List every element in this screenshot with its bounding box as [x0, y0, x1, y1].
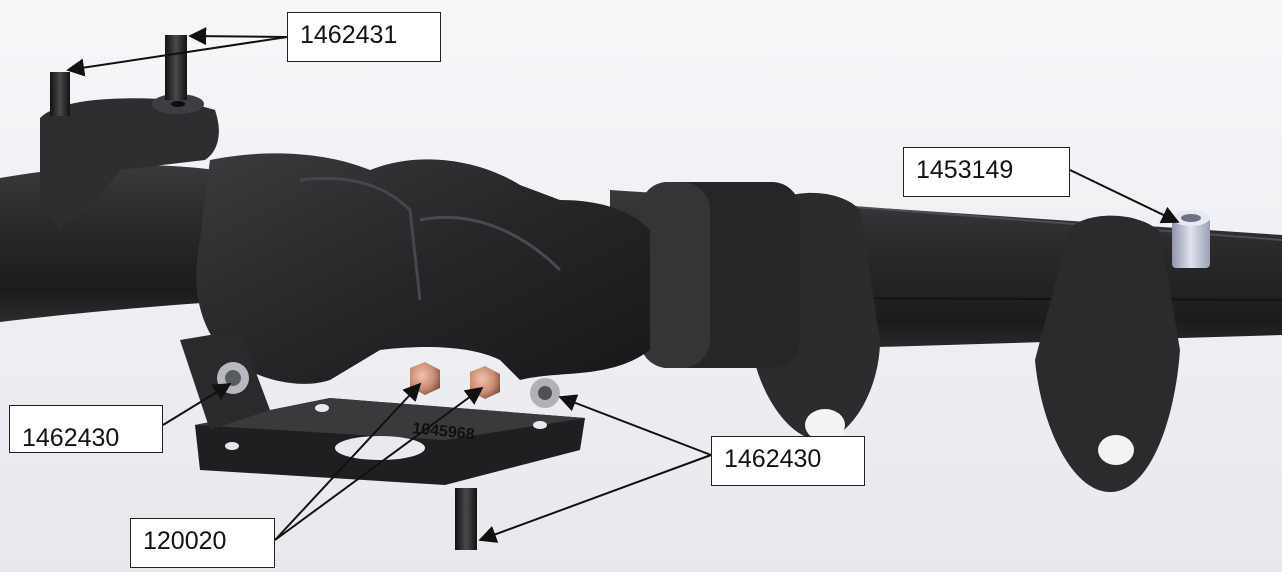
- top-studs: [50, 35, 187, 116]
- part-stamp: 1045968: [412, 420, 476, 443]
- right-flange-2: [1035, 215, 1180, 492]
- top-flange: [40, 98, 219, 230]
- callout-1462430-left: 1462430: [9, 405, 163, 453]
- callout-1462430-right: 1462430: [711, 436, 865, 486]
- bottom-stud: [455, 488, 477, 550]
- left-nut: [180, 330, 270, 430]
- copper-nuts: [410, 362, 500, 399]
- right-nut: [530, 378, 560, 408]
- callout-120020: 120020: [130, 518, 275, 568]
- fitting: [1172, 210, 1210, 268]
- callout-1453149: 1453149: [903, 147, 1070, 197]
- mount-plate: [195, 398, 585, 485]
- manifold-body: [196, 153, 650, 384]
- callout-1462431: 1462431: [287, 12, 441, 62]
- leader-arrows: [66, 27, 1180, 543]
